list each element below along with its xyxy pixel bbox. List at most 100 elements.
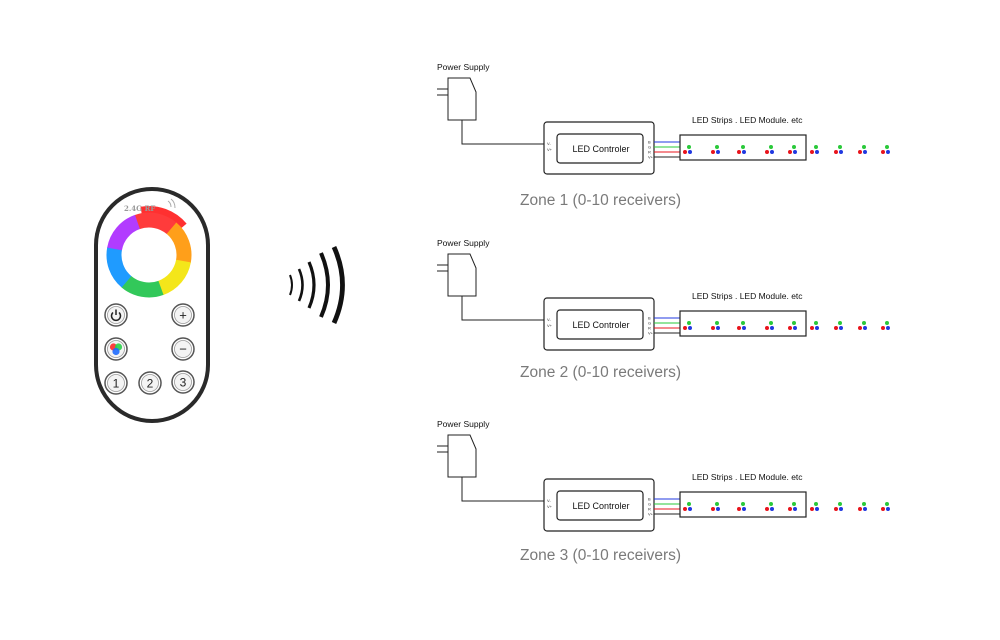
power-supply-label: Power Supply: [437, 62, 490, 72]
led-green: [741, 321, 745, 325]
led-red: [834, 150, 838, 154]
led-blue: [839, 326, 843, 330]
zone-3-button[interactable]: [171, 370, 195, 394]
power-cable: [461, 120, 544, 145]
led-blue: [863, 507, 867, 511]
led-green: [814, 321, 818, 325]
power-icon: [110, 311, 122, 322]
remote-brand-label: 2.4G RF: [124, 204, 155, 213]
led-red: [810, 507, 814, 511]
zone-3-label: 3: [180, 376, 187, 390]
led-strips-label: LED Strips . LED Module. etc: [692, 472, 803, 482]
led-green: [885, 145, 889, 149]
led-red: [737, 326, 741, 330]
led-green: [769, 502, 773, 506]
led-blue: [716, 507, 720, 511]
led-red: [683, 507, 687, 511]
led-blue: [742, 150, 746, 154]
led-red: [788, 150, 792, 154]
color-wheel[interactable]: [100, 206, 199, 305]
wifi-signal-icon: [167, 198, 176, 209]
pin-label: G: [648, 145, 651, 150]
pin-label: R: [648, 326, 651, 331]
pin-label: B: [648, 140, 651, 145]
led-red: [881, 507, 885, 511]
led-red: [765, 150, 769, 154]
led-blue: [886, 150, 890, 154]
zone-1-button[interactable]: [104, 371, 128, 395]
pin-label: V-: [547, 498, 551, 503]
power-cable: [461, 477, 544, 502]
brightness-down-button[interactable]: [171, 337, 195, 361]
led-controller-label: LED Controler: [572, 501, 630, 511]
zone-2-label: 2: [147, 377, 154, 391]
led-green: [838, 502, 842, 506]
led-strips-label: LED Strips . LED Module. etc: [692, 115, 803, 125]
led-red: [711, 150, 715, 154]
led-red: [858, 150, 862, 154]
pin-label: V+: [648, 512, 654, 517]
pin-label: B: [648, 316, 651, 321]
led-blue: [863, 326, 867, 330]
led-blue: [886, 507, 890, 511]
led-strips-label: LED Strips . LED Module. etc: [692, 291, 803, 301]
led-green: [885, 502, 889, 506]
rgb-icon: [109, 343, 123, 356]
led-controller-inner: [556, 490, 644, 521]
led-red: [765, 326, 769, 330]
led-red: [834, 326, 838, 330]
zone-1-label: 1: [113, 377, 120, 391]
pin-label: V-: [547, 317, 551, 322]
led-red: [858, 507, 862, 511]
power-supply-box: [447, 77, 477, 121]
pin-label: R: [648, 507, 651, 512]
minus-label: −: [179, 342, 187, 357]
led-red: [881, 150, 885, 154]
led-blue: [839, 150, 843, 154]
power-button[interactable]: [104, 303, 128, 327]
led-green: [885, 321, 889, 325]
led-green: [687, 502, 691, 506]
pin-label: G: [648, 321, 651, 326]
pin-label: V+: [547, 323, 553, 328]
zone-2-button[interactable]: [138, 371, 162, 395]
led-blue: [815, 150, 819, 154]
led-blue: [688, 507, 692, 511]
led-green: [792, 145, 796, 149]
led-green: [687, 145, 691, 149]
power-supply-box: [447, 434, 477, 478]
rf-signal-waves-icon: [282, 245, 352, 325]
led-controller-inner: [556, 133, 644, 164]
zone-caption: Zone 3 (0-10 receivers): [520, 547, 682, 564]
rf-remote-control: 2.4G RF + − 1 2 3: [92, 185, 212, 425]
led-red: [810, 150, 814, 154]
led-blue: [815, 326, 819, 330]
rgb-mode-button[interactable]: [104, 337, 128, 361]
led-green: [792, 502, 796, 506]
led-green: [814, 502, 818, 506]
led-green: [715, 321, 719, 325]
led-blue: [815, 507, 819, 511]
pin-label: V-: [547, 141, 551, 146]
led-red: [683, 326, 687, 330]
led-controller-label: LED Controler: [572, 320, 630, 330]
power-supply-label: Power Supply: [437, 419, 490, 429]
remote-body: 2.4G RF + − 1 2 3: [94, 187, 210, 423]
pin-label: V+: [547, 147, 553, 152]
led-green: [741, 502, 745, 506]
brightness-up-button[interactable]: [171, 303, 195, 327]
pin-label: V+: [648, 155, 654, 160]
led-blue: [770, 326, 774, 330]
led-green: [862, 502, 866, 506]
led-green: [792, 321, 796, 325]
power-cable: [461, 296, 544, 321]
led-blue: [839, 507, 843, 511]
led-green: [838, 145, 842, 149]
led-green: [862, 321, 866, 325]
led-blue: [863, 150, 867, 154]
